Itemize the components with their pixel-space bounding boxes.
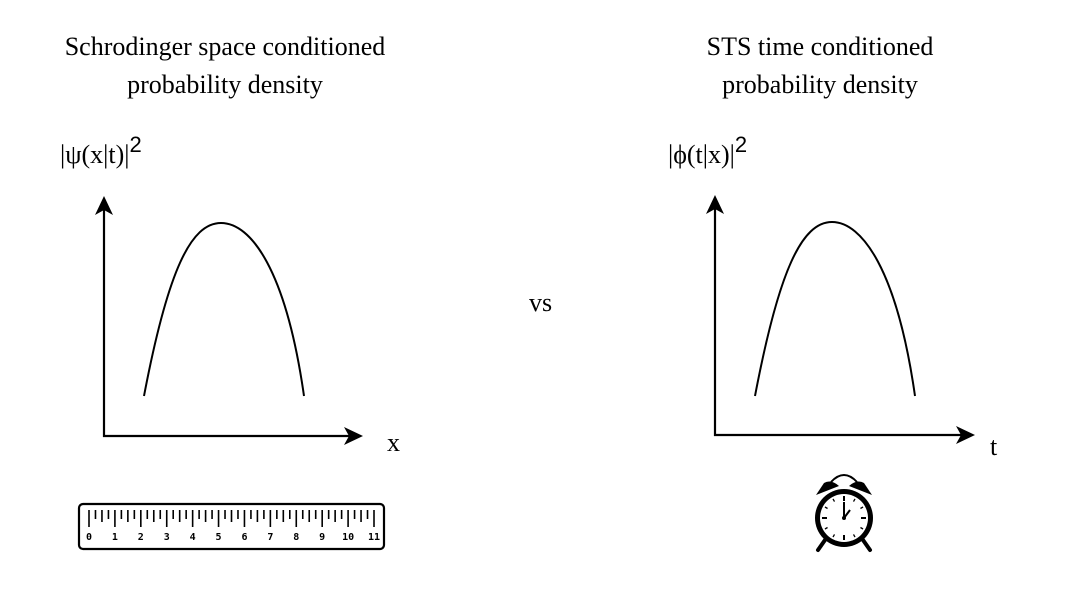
left-x-axis-arrow bbox=[344, 427, 363, 445]
right-y-label-text: |ϕ(t|x)| bbox=[668, 140, 735, 169]
clock-left-bell bbox=[816, 481, 839, 495]
ruler-tick-label: 9 bbox=[319, 532, 325, 543]
left-plot bbox=[95, 196, 363, 445]
right-x-axis-label: t bbox=[990, 432, 998, 461]
right-panel-title: STS time conditioned probability density bbox=[600, 28, 1040, 104]
clock-center-pin bbox=[842, 516, 846, 520]
left-y-label-text: |ψ(x|t)| bbox=[60, 140, 130, 169]
clock-hour-tick bbox=[860, 526, 864, 530]
left-panel-title: Schrodinger space conditioned probabilit… bbox=[5, 28, 445, 104]
ruler-tick-label: 11 bbox=[368, 532, 380, 543]
left-density-curve bbox=[143, 221, 305, 397]
ruler-tick-label: 5 bbox=[216, 532, 222, 543]
right-y-label-power: 2 bbox=[734, 132, 748, 157]
clock-hour-tick bbox=[852, 534, 856, 538]
clock-hour-tick bbox=[824, 506, 828, 510]
ruler-tick-label: 2 bbox=[138, 532, 144, 543]
right-title-line1: STS time conditioned bbox=[706, 32, 934, 61]
ruler-tick-label: 7 bbox=[267, 532, 273, 543]
right-density-curve bbox=[754, 220, 916, 397]
clock-hour-tick bbox=[860, 506, 864, 510]
right-title-line2: probability density bbox=[722, 70, 918, 99]
right-x-axis-arrow bbox=[956, 426, 975, 444]
right-y-axis-label: |ϕ(t|x)|2 bbox=[668, 132, 747, 170]
clock-right-bell bbox=[849, 481, 872, 495]
ruler-tick-labels: 0 1 2 3 4 5 6 7 8 9 10 11 bbox=[86, 532, 380, 543]
clock-right-leg bbox=[861, 538, 872, 552]
ruler-tick-label: 6 bbox=[241, 532, 247, 543]
ruler-tick-label: 8 bbox=[293, 532, 299, 543]
ruler-tick-label: 1 bbox=[112, 532, 118, 543]
clock-left-leg bbox=[816, 538, 827, 552]
right-y-axis-arrow bbox=[706, 195, 724, 214]
ruler-tick-label: 4 bbox=[190, 532, 196, 543]
ruler-tick-label: 0 bbox=[86, 532, 92, 543]
clock-hour-tick bbox=[852, 498, 856, 502]
left-y-axis-label: |ψ(x|t)|2 bbox=[60, 132, 142, 170]
vs-label: vs bbox=[529, 288, 553, 317]
left-y-label-power: 2 bbox=[129, 132, 142, 157]
right-plot bbox=[706, 195, 975, 444]
left-title-line2: probability density bbox=[127, 70, 323, 99]
left-x-axis-label: x bbox=[387, 428, 400, 457]
clock-hour-tick bbox=[832, 498, 836, 502]
left-y-axis-arrow bbox=[95, 196, 113, 215]
clock-handle bbox=[830, 474, 858, 483]
ruler-tick-marks bbox=[88, 510, 375, 527]
clock-hour-ticks bbox=[822, 496, 866, 540]
clock-hour-tick bbox=[832, 534, 836, 538]
alarm-clock-icon bbox=[815, 474, 873, 552]
clock-hour-tick bbox=[824, 526, 828, 530]
left-title-line1: Schrodinger space conditioned bbox=[64, 32, 386, 61]
ruler-tick-label: 10 bbox=[342, 532, 354, 543]
ruler-icon: 0 1 2 3 4 5 6 7 8 9 10 11 bbox=[77, 502, 386, 551]
ruler-tick-label: 3 bbox=[164, 532, 170, 543]
